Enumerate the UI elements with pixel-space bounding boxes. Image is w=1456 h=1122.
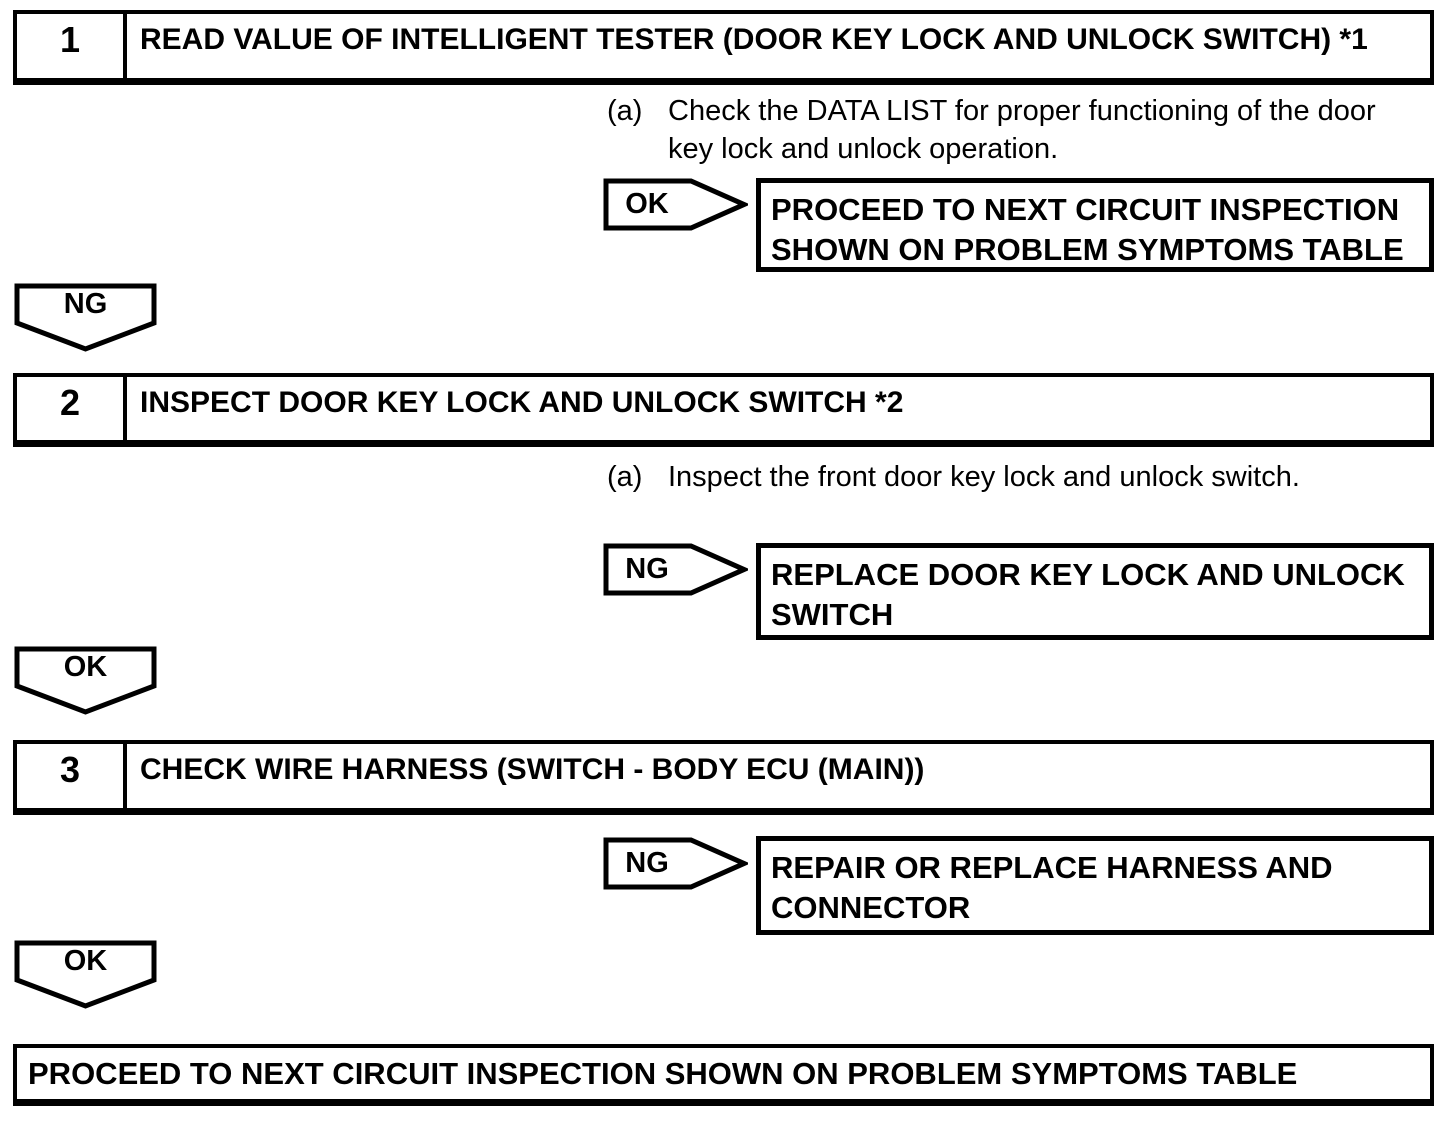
continue-pentagon-label: OK bbox=[63, 944, 108, 977]
step-2-number: 2 bbox=[17, 377, 127, 440]
result-text-line: SWITCH bbox=[771, 597, 894, 632]
step-2-title: INSPECT DOOR KEY LOCK AND UNLOCK SWITCH … bbox=[140, 385, 904, 419]
continue-pentagon-label: OK bbox=[63, 650, 108, 683]
substep-text: Check the DATA LIST for proper functioni… bbox=[668, 92, 1376, 168]
branch-arrow-label: OK bbox=[625, 188, 669, 220]
down-pentagon-shape bbox=[14, 940, 157, 1009]
step-1-result-box: PROCEED TO NEXT CIRCUIT INSPECTION SHOWN… bbox=[756, 178, 1434, 272]
step-3-header-box: 3 CHECK WIRE HARNESS (SWITCH - BODY ECU … bbox=[13, 740, 1434, 815]
substep-text-line: Check the DATA LIST for proper functioni… bbox=[668, 95, 1376, 127]
step-1-number: 1 bbox=[17, 14, 127, 78]
step-2-header-box: 2 INSPECT DOOR KEY LOCK AND UNLOCK SWITC… bbox=[13, 373, 1434, 447]
result-text-line: CONNECTOR bbox=[771, 890, 971, 925]
branch-arrow-label: NG bbox=[625, 847, 669, 879]
result-text-line: REPLACE DOOR KEY LOCK AND UNLOCK bbox=[771, 557, 1405, 592]
right-arrow-shape bbox=[603, 178, 748, 231]
right-arrow-shape bbox=[603, 543, 748, 596]
branch-arrow-label: NG bbox=[625, 553, 669, 585]
right-arrow-shape bbox=[603, 837, 748, 890]
result-text-line: SHOWN ON PROBLEM SYMPTOMS TABLE bbox=[771, 232, 1404, 267]
final-result-box: PROCEED TO NEXT CIRCUIT INSPECTION SHOWN… bbox=[13, 1044, 1434, 1106]
step-3-title: CHECK WIRE HARNESS (SWITCH - BODY ECU (M… bbox=[140, 753, 925, 786]
substep-text: Inspect the front door key lock and unlo… bbox=[668, 458, 1300, 496]
substep-text-line: key lock and unlock operation. bbox=[668, 133, 1059, 165]
step-3-result-box: REPAIR OR REPLACE HARNESS AND CONNECTOR bbox=[756, 836, 1434, 935]
step-2-result-box: REPLACE DOOR KEY LOCK AND UNLOCK SWITCH bbox=[756, 543, 1434, 640]
substep-label: (a) bbox=[607, 461, 643, 493]
step-1-header-box: 1 READ VALUE OF INTELLIGENT TESTER (DOOR… bbox=[13, 10, 1434, 85]
step-3-number: 3 bbox=[17, 744, 127, 808]
down-pentagon-shape bbox=[14, 646, 157, 715]
step-1-substep-a: (a) Check the DATA LIST for proper funct… bbox=[607, 92, 1376, 168]
step-1-title: READ VALUE OF INTELLIGENT TESTER (DOOR K… bbox=[140, 23, 1368, 56]
step-1-continue-pentagon-ng: NG bbox=[14, 283, 157, 352]
substep-text-line: Inspect the front door key lock and unlo… bbox=[668, 461, 1300, 493]
continue-pentagon-label: NG bbox=[63, 287, 108, 320]
step-1-branch-arrow-ok: OK bbox=[603, 178, 748, 231]
substep-label: (a) bbox=[607, 95, 643, 127]
step-3-branch-arrow-ng: NG bbox=[603, 837, 748, 890]
result-text-line: REPAIR OR REPLACE HARNESS AND bbox=[771, 850, 1333, 885]
step-2-branch-arrow-ng: NG bbox=[603, 543, 748, 596]
step-2-substep-a: (a) Inspect the front door key lock and … bbox=[607, 458, 1300, 496]
result-text-line: PROCEED TO NEXT CIRCUIT INSPECTION bbox=[771, 192, 1400, 227]
step-2-continue-pentagon-ok: OK bbox=[14, 646, 157, 715]
down-pentagon-shape bbox=[14, 283, 157, 352]
step-3-continue-pentagon-ok: OK bbox=[14, 940, 157, 1009]
